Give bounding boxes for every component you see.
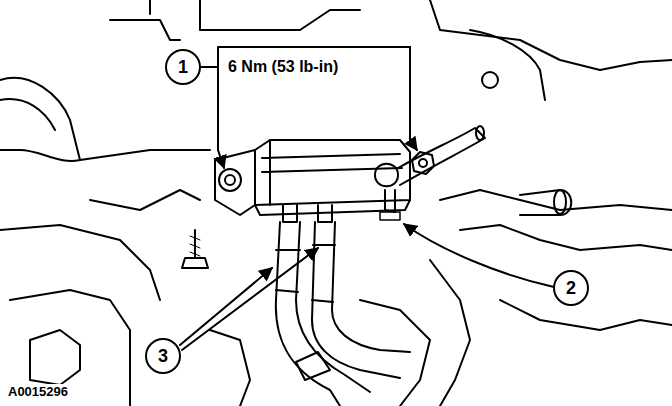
torque-spec: 6 Nm (53 lb-in) — [226, 58, 340, 76]
callout-circle: 1 — [165, 49, 201, 85]
callout-circle: 3 — [145, 338, 181, 374]
callout-circle: 2 — [553, 270, 589, 306]
callout-number: 3 — [145, 338, 181, 374]
callout-number: 2 — [553, 270, 589, 306]
figure-id: A0015296 — [6, 384, 70, 399]
callout-number: 1 — [165, 49, 201, 85]
